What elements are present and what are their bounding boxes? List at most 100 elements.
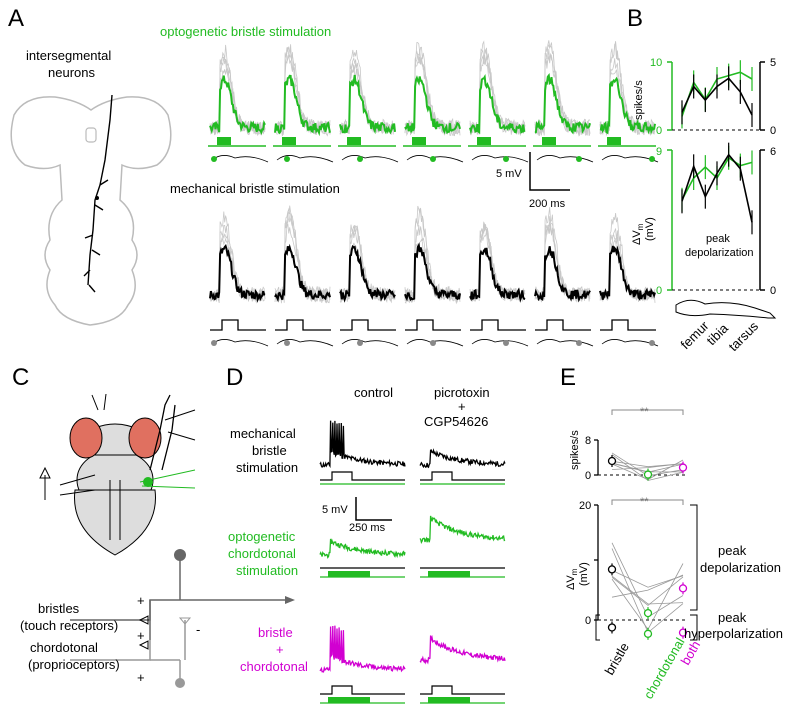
b-top-tick-10: 10 — [650, 57, 662, 69]
d-row-opto-1: optogenetic — [228, 529, 296, 544]
mech-stim-step — [340, 319, 396, 331]
scale-bar-d-x: 250 ms — [349, 522, 386, 534]
chart-b-bottom: 9 0 6 0 ΔVm (mV) peak depolarization — [631, 142, 776, 297]
opto-stim-block — [542, 137, 556, 145]
opto-stim-block — [607, 137, 621, 145]
vnc-outline — [10, 96, 172, 326]
b-top-tick-0: 0 — [656, 125, 662, 137]
scale-bar-d-y: 5 mV — [322, 504, 348, 516]
stim-site-dot — [503, 156, 509, 162]
mech-stim-step — [600, 319, 656, 331]
e-xlabel-chordotonal: chordotonal — [641, 635, 688, 701]
stim-site-dot — [430, 156, 436, 162]
stim-site-dot — [576, 340, 582, 346]
leg-icon — [471, 339, 529, 347]
neuron-label-line1: intersegmental — [26, 48, 111, 63]
opto-stim-block — [428, 697, 470, 703]
plus-2: + — [137, 670, 145, 685]
d-row-opto-3: stimulation — [236, 563, 298, 578]
mech-trial-trace — [339, 224, 396, 303]
stim-site-dot — [649, 156, 655, 162]
mean-marker — [678, 584, 688, 593]
mean-marker — [678, 463, 688, 472]
leg-icon — [406, 339, 464, 347]
opto-mean-trace — [599, 76, 656, 135]
b-bot-rtick-6: 6 — [770, 146, 776, 158]
mech-stim-step — [420, 471, 505, 481]
opto-trial-trace — [534, 42, 591, 137]
leg-icon — [341, 339, 399, 347]
stim-site-dot — [357, 156, 363, 162]
opto-mean-trace — [209, 75, 266, 135]
mean-marker — [678, 628, 688, 637]
leg-icon — [601, 155, 659, 163]
d-row-both-1: bristle — [258, 625, 293, 640]
mech-mean-trace — [534, 246, 591, 303]
stim-site-dot — [211, 340, 217, 346]
mean-marker — [643, 608, 653, 618]
stim-site-dot — [284, 340, 290, 346]
leg-icon — [536, 155, 594, 163]
mean-marker — [643, 470, 653, 479]
d-row-mech-3: stimulation — [236, 460, 298, 475]
leg-icon — [211, 155, 269, 163]
mech-mean-trace — [599, 245, 656, 302]
b-bot-rtick-0: 0 — [770, 285, 776, 297]
circuit-chordo-2: (proprioceptors) — [28, 657, 120, 672]
leg-icon — [341, 155, 399, 163]
leg-icon — [406, 155, 464, 163]
b-annot-line2: depolarization — [685, 247, 754, 259]
opto-mean-trace — [534, 72, 591, 135]
opto-trace-row — [208, 40, 659, 163]
e-bot-sig: ** — [640, 496, 649, 508]
stim-site-dot — [649, 340, 655, 346]
mech-mean-trace — [274, 243, 331, 303]
d-col-control: control — [354, 385, 393, 400]
circuit-bristles-1: bristles — [38, 601, 80, 616]
vnc-inner-notch — [85, 127, 97, 143]
plus-1: + — [137, 593, 145, 608]
opto-trial-trace — [404, 57, 461, 137]
neuron-label-line2: neurons — [48, 65, 95, 80]
leg-icon-b — [675, 299, 777, 319]
mech-stim-step — [420, 685, 505, 695]
mech-trial-trace — [274, 223, 331, 302]
d-row-mech-1: mechanical — [230, 426, 296, 441]
mech-trial-trace — [404, 225, 461, 303]
mech-stim-step — [320, 471, 405, 481]
b-top-ylabel: spikes/s — [633, 80, 645, 120]
stim-site-dot — [357, 340, 363, 346]
d-row-mech-2: bristle — [252, 443, 287, 458]
mech-mean-trace — [339, 244, 396, 303]
circuit-chordo-1: chordotonal — [30, 640, 98, 655]
b-top-rtick-0: 0 — [770, 125, 776, 137]
mech-mean-trace — [209, 244, 266, 303]
opto-stim-block — [412, 137, 426, 145]
e-bot-tick-0: 0 — [585, 615, 591, 627]
e-bot-tick-20: 20 — [579, 500, 591, 512]
chart-e-bottom: 20 0 ΔVm (mV) ** peak depolarization pea… — [565, 496, 783, 641]
leg-icon — [276, 339, 334, 347]
leg-icon — [471, 155, 529, 163]
mech-stim-step — [320, 685, 405, 695]
opto-trial-trace — [534, 48, 591, 136]
mean-marker — [607, 623, 617, 632]
recording-trace — [419, 634, 506, 665]
b-bot-ylabel-2: (mV) — [644, 217, 656, 241]
fly-diagram — [39, 393, 196, 556]
circuit-bristles-2: (touch receptors) — [20, 618, 118, 633]
opto-mean-trace — [274, 74, 331, 137]
mech-mean-trace — [404, 242, 461, 302]
mech-stim-step — [470, 319, 526, 331]
d-col-drug-3: CGP54626 — [424, 414, 488, 429]
panel-letter-e: E — [560, 364, 576, 391]
leg-icon — [536, 339, 594, 347]
mech-trace-row — [209, 205, 659, 347]
b-bot-tick-9: 9 — [656, 146, 662, 158]
d-col-drug-1: picrotoxin — [434, 385, 490, 400]
panel-letter-b: B — [627, 5, 643, 32]
mech-mean-trace — [469, 247, 526, 303]
recording-trace — [319, 538, 406, 559]
d-row-both-3: chordotonal — [240, 659, 308, 674]
e-top-ylabel: spikes/s — [569, 430, 581, 470]
